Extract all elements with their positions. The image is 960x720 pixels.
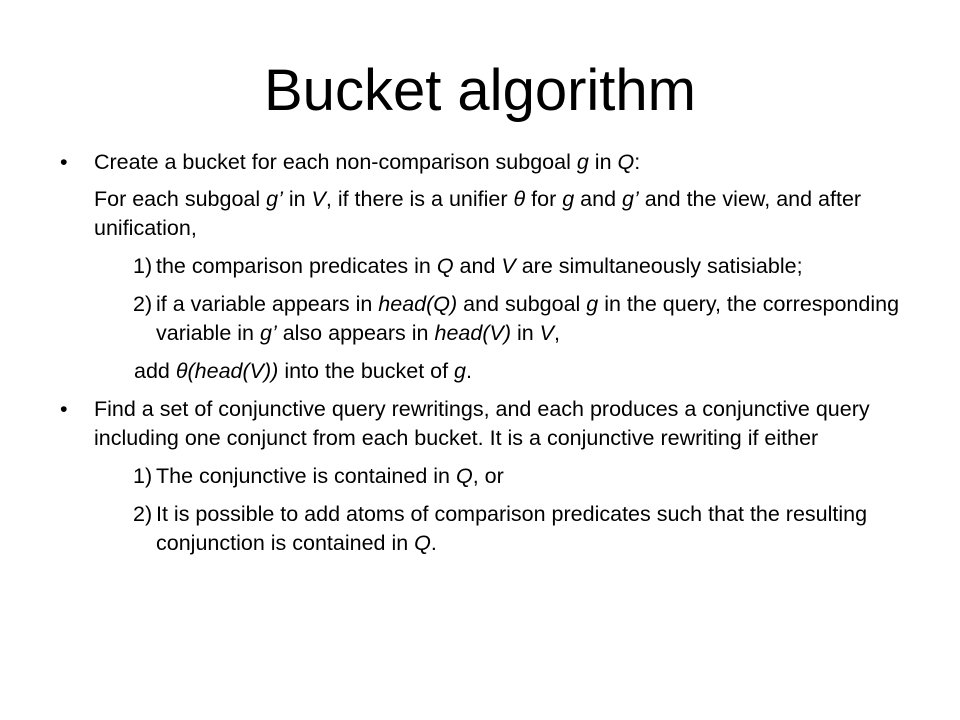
item-text: It is possible to add atoms of compariso… xyxy=(156,502,868,555)
numbered-item: 2) if a variable appears in head(Q) and … xyxy=(60,290,910,348)
bullet-item-rewritings: • Find a set of conjunctive query rewrit… xyxy=(60,395,910,453)
item-number: 2) xyxy=(133,292,153,316)
item-number: 2) xyxy=(133,502,153,526)
numbered-item: 1) the comparison predicates in Q and V … xyxy=(60,252,910,281)
sub-paragraph-unifier: For each subgoal g’ in V, if there is a … xyxy=(94,187,862,240)
bullet-text: Create a bucket for each non-comparison … xyxy=(94,150,641,174)
slide-title: Bucket algorithm xyxy=(264,58,696,123)
bullet-item-bucket-creation: • Create a bucket for each non-compariso… xyxy=(60,148,910,177)
item-text: if a variable appears in head(Q) and sub… xyxy=(156,292,900,345)
add-to-bucket-line: add θ(head(V)) into the bucket of g. xyxy=(134,359,472,383)
item-text: the comparison predicates in Q and V are… xyxy=(156,254,803,278)
bullet-icon: • xyxy=(60,397,68,421)
item-number: 1) xyxy=(133,254,153,278)
slide-body: • Create a bucket for each non-compariso… xyxy=(60,148,910,558)
item-text: The conjunctive is contained in Q, or xyxy=(156,464,504,488)
numbered-item: 2) It is possible to add atoms of compar… xyxy=(60,500,910,558)
numbered-item: 1) The conjunctive is contained in Q, or xyxy=(60,462,910,491)
bullet-text: Find a set of conjunctive query rewritin… xyxy=(94,397,870,450)
item-number: 1) xyxy=(133,464,153,488)
bullet-icon: • xyxy=(60,150,68,174)
